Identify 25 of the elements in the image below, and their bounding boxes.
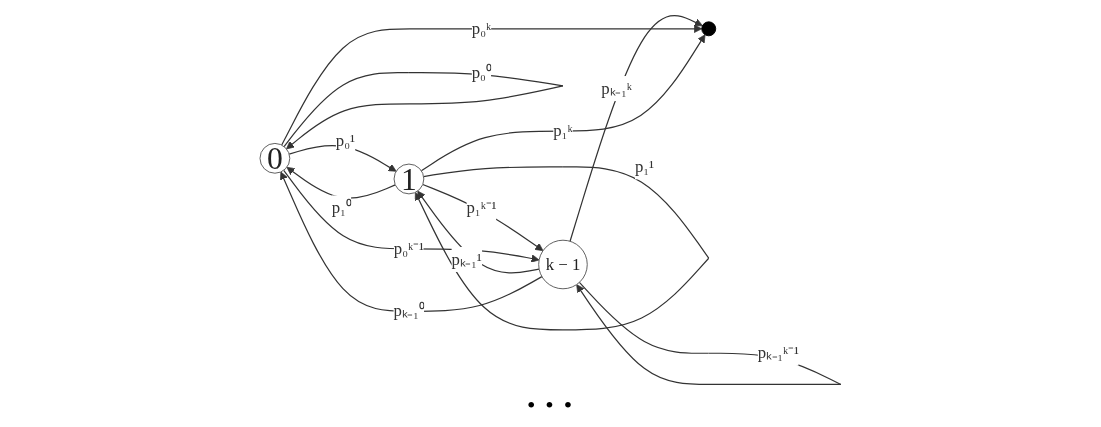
- edge-label: p₁¹: [634, 157, 655, 176]
- arrow: [283, 169, 540, 263]
- arrow: [420, 34, 706, 172]
- arrow: [280, 171, 543, 312]
- edge-label: p₁⁰: [331, 198, 352, 217]
- arrow: [417, 190, 540, 274]
- edge-label: pₖ₋₁ᵏ⁻¹: [757, 343, 799, 363]
- edge-label: p₀ᵏ⁻¹: [393, 239, 424, 258]
- edge-label: p₁ᵏ: [553, 121, 573, 140]
- arrow: [422, 183, 544, 251]
- edge-label: p₁ᵏ⁻¹: [466, 198, 497, 217]
- node-circle: k − 1: [538, 239, 588, 290]
- edge-label: pₖ₋₁⁰: [393, 301, 425, 321]
- node-circle: [701, 21, 717, 37]
- edge-label: pₖ₋₁¹: [451, 249, 482, 269]
- edge-label: p₀ᵏ: [471, 19, 492, 38]
- arrow: [281, 24, 703, 146]
- node-circle: 0: [259, 142, 291, 174]
- edge-label: p₀⁰: [471, 62, 492, 82]
- node-circle: 1: [393, 163, 425, 195]
- ellipsis-dots: • • •: [526, 392, 575, 419]
- arrow: [569, 14, 703, 242]
- arrow: [414, 166, 710, 331]
- edge-label: pₖ₋₁ᵏ: [601, 78, 633, 98]
- edge-label: p₀¹: [335, 131, 356, 150]
